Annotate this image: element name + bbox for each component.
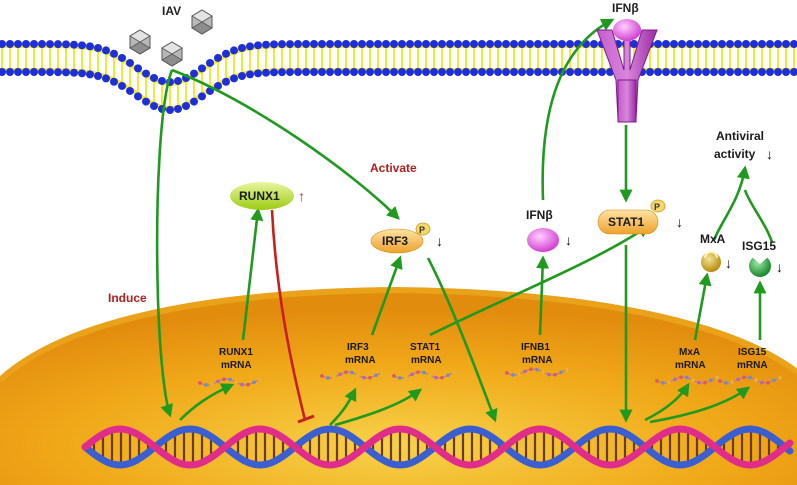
arrow-iav-to-irf3 [171,68,400,220]
isg15-protein [749,253,771,277]
arrow-runx1-mrna-to-runx1 [241,207,264,341]
phospho-badge [415,222,431,236]
mrna-word: mRNA [221,360,252,371]
antiviral-line2: activity [714,147,756,161]
arrow-ifnb-to-receptor [541,18,615,201]
stat1-protein-label: STAT1 [608,215,645,229]
virus-icon [161,41,183,67]
virus-particles [129,9,213,67]
cell-membrane [0,40,797,114]
arrow-irf3-mrna-to-irf3 [370,255,403,336]
arrow-dna-to-runx1-mrna [179,383,235,421]
phospho-badge [650,199,666,213]
virus-label: IAV [162,4,181,18]
ifnb-ligand [613,19,641,41]
ifnb-down-arrow: ↓ [565,232,572,248]
mrna-word: mRNA [522,355,553,366]
activate-label: Activate [370,161,417,175]
antiviral-down-arrow: ↓ [766,146,773,162]
ifnb1-mrna-label: IFNB1 [521,342,550,353]
arrow-mxa-mrna-to-mxa [693,272,712,341]
runx1-mrna-label: RUNX1 [219,347,253,358]
irf3-protein: P [370,222,431,254]
induce-label: Induce [108,291,147,305]
mrna-word: mRNA [411,355,442,366]
virus-icon [129,29,151,55]
pathway-arrows [155,18,774,427]
arrow-dna-to-irf3-mrna [329,387,357,426]
isg15-mrna-label: ISG15 [738,347,767,358]
arrow-ifnb1-mrna-to-ifnb [536,255,550,336]
arrow-iav-to-dna [155,69,174,418]
dna-helix [81,425,794,469]
irf3-down-arrow: ↓ [436,233,443,249]
mxa-down-arrow: ↓ [725,255,732,271]
ifnb-protein-label: IFNβ [526,208,553,222]
antiviral-line1: Antiviral [716,129,764,143]
mxa-protein [701,252,721,272]
arrow-mxa-isg15-to-antiviral [712,165,750,241]
runx1-protein [230,182,294,210]
mxa-mrna-label: MxA [679,347,700,358]
arrow-irf3-to-dna [426,257,498,423]
arrow-dna-to-mxa-mrna [644,382,690,422]
mrna-word: mRNA [675,360,706,371]
irf3-mrna-label: IRF3 [347,342,369,353]
mxa-protein-label: MxA [700,232,726,246]
mrna-word: mRNA [345,355,376,366]
stat1-protein: P [597,199,666,235]
stat1-mrna-label: STAT1 [410,342,441,353]
phospho-label: P [654,202,660,212]
arrow-dna-to-stat1-mrna [334,388,423,427]
nucleus-rim [0,286,797,383]
isg15-protein-label: ISG15 [742,239,776,253]
irf3-protein-label: IRF3 [382,234,408,248]
branch-isg15 [743,189,774,243]
virus-icon [191,9,213,35]
mrna-strands [197,367,783,387]
mrna-word: mRNA [737,360,768,371]
phospho-label: P [419,225,425,235]
isg15-down-arrow: ↓ [776,259,783,275]
arrow-dna-to-isg15-mrna [649,386,751,424]
runx1-up-arrow: ↑ [298,188,305,204]
runx1-protein-label: RUNX1 [239,189,280,203]
stat1-down-arrow: ↓ [676,214,683,230]
ifnb-receptor [596,29,658,123]
ifnb-protein [527,228,559,252]
ifnb-ligand-label: IFNβ [612,1,639,15]
inhibition-runx1-irf3 [270,209,315,424]
